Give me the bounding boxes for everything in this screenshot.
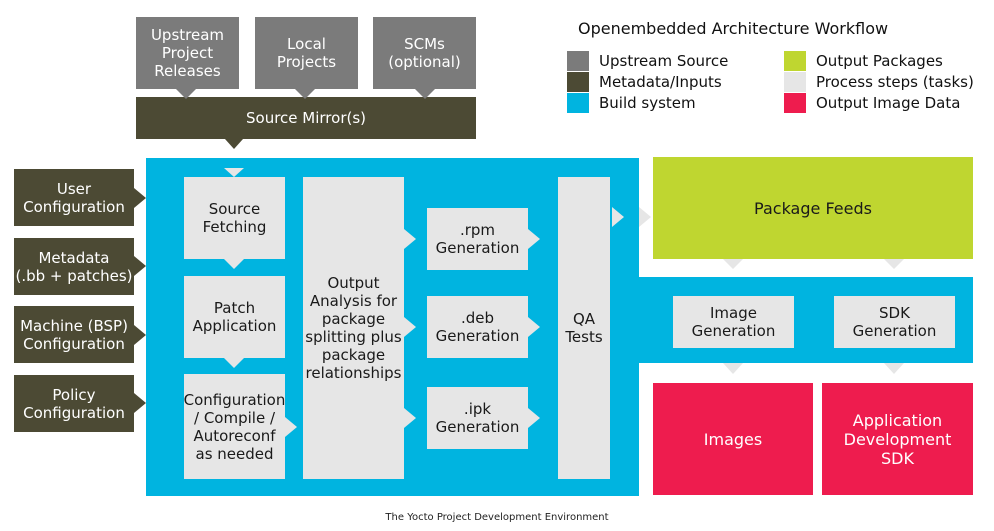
arrow-analysis-to-rpm — [404, 229, 416, 249]
arrow-mirror-down — [225, 139, 243, 149]
diagram-title: Openembedded Architecture Workflow — [578, 19, 889, 38]
legend-swatch — [784, 72, 806, 92]
legend-swatch — [784, 93, 806, 113]
legend-build-system: Build system — [567, 93, 696, 113]
arrow-releases-down — [176, 89, 196, 99]
arrow-local-down — [295, 89, 315, 99]
configuration-compile-step: Configuration / Compile / Autoreconf as … — [184, 374, 285, 479]
arrow-feeds-to-sdk — [884, 259, 904, 269]
arrow-rpm-to-qa — [528, 229, 540, 249]
arrow-analysis-to-ipk — [404, 408, 416, 428]
arrow-deb-to-qa — [528, 317, 540, 337]
legend-metadata-inputs: Metadata/Inputs — [567, 72, 722, 92]
arrow-feeds-to-image — [723, 259, 743, 269]
arrow-mirror-to-fetch — [224, 168, 244, 177]
legend-label: Build system — [599, 94, 696, 112]
ipk-generation-step: .ipk Generation — [427, 387, 528, 449]
arrow-ipk-to-qa — [528, 408, 540, 428]
legend-swatch — [784, 51, 806, 71]
qa-tests-step: QA Tests — [558, 177, 610, 479]
rpm-generation-step: .rpm Generation — [427, 208, 528, 270]
patch-application-step: Patch Application — [184, 276, 285, 358]
arrow-metadata — [134, 256, 146, 276]
source-fetching-step: Source Fetching — [184, 177, 285, 259]
arrow-user-config — [134, 188, 146, 208]
legend-swatch — [567, 72, 589, 92]
machine-configuration-box: Machine (BSP) Configuration — [14, 306, 134, 363]
arrow-config-to-analysis — [285, 417, 297, 437]
image-generation-step: Image Generation — [673, 296, 794, 348]
arrow-policy — [134, 393, 146, 413]
figure-caption: The Yocto Project Development Environmen… — [385, 512, 609, 523]
legend-process-steps: Process steps (tasks) — [784, 72, 974, 92]
deb-generation-step: .deb Generation — [427, 296, 528, 358]
legend-label: Metadata/Inputs — [599, 73, 722, 91]
legend-output-packages: Output Packages — [784, 51, 943, 71]
legend-swatch — [567, 51, 589, 71]
upstream-project-releases-box: Upstream Project Releases — [136, 17, 239, 89]
legend-label: Output Packages — [816, 52, 943, 70]
images-output-box: Images — [653, 383, 813, 495]
policy-configuration-box: Policy Configuration — [14, 375, 134, 432]
legend-upstream-source: Upstream Source — [567, 51, 728, 71]
arrow-analysis-to-deb — [404, 317, 416, 337]
arrow-machine — [134, 325, 146, 345]
local-projects-box: Local Projects — [255, 17, 358, 89]
arrow-blue-to-feeds — [639, 207, 651, 227]
legend-label: Process steps (tasks) — [816, 73, 974, 91]
scms-box: SCMs (optional) — [373, 17, 476, 89]
arrow-qa-to-feeds — [612, 207, 624, 227]
package-feeds-box: Package Feeds — [653, 157, 973, 259]
source-mirror-box: Source Mirror(s) — [136, 97, 476, 139]
sdk-generation-step: SDK Generation — [834, 296, 955, 348]
application-sdk-output-box: Application Development SDK — [822, 383, 973, 495]
legend-label: Output Image Data — [816, 94, 961, 112]
legend-swatch — [567, 93, 589, 113]
arrow-sdk-to-appsdk — [884, 363, 904, 374]
arrow-scms-down — [415, 89, 435, 99]
arrow-image-to-images — [723, 363, 743, 374]
output-analysis-step: Output Analysis for package splitting pl… — [303, 177, 404, 479]
legend-output-image-data: Output Image Data — [784, 93, 960, 113]
arrow-fetch-to-patch — [224, 259, 244, 269]
arrow-patch-to-config — [224, 358, 244, 368]
legend-label: Upstream Source — [599, 52, 729, 70]
user-configuration-box: User Configuration — [14, 169, 134, 226]
metadata-box: Metadata (.bb + patches) — [14, 238, 134, 295]
